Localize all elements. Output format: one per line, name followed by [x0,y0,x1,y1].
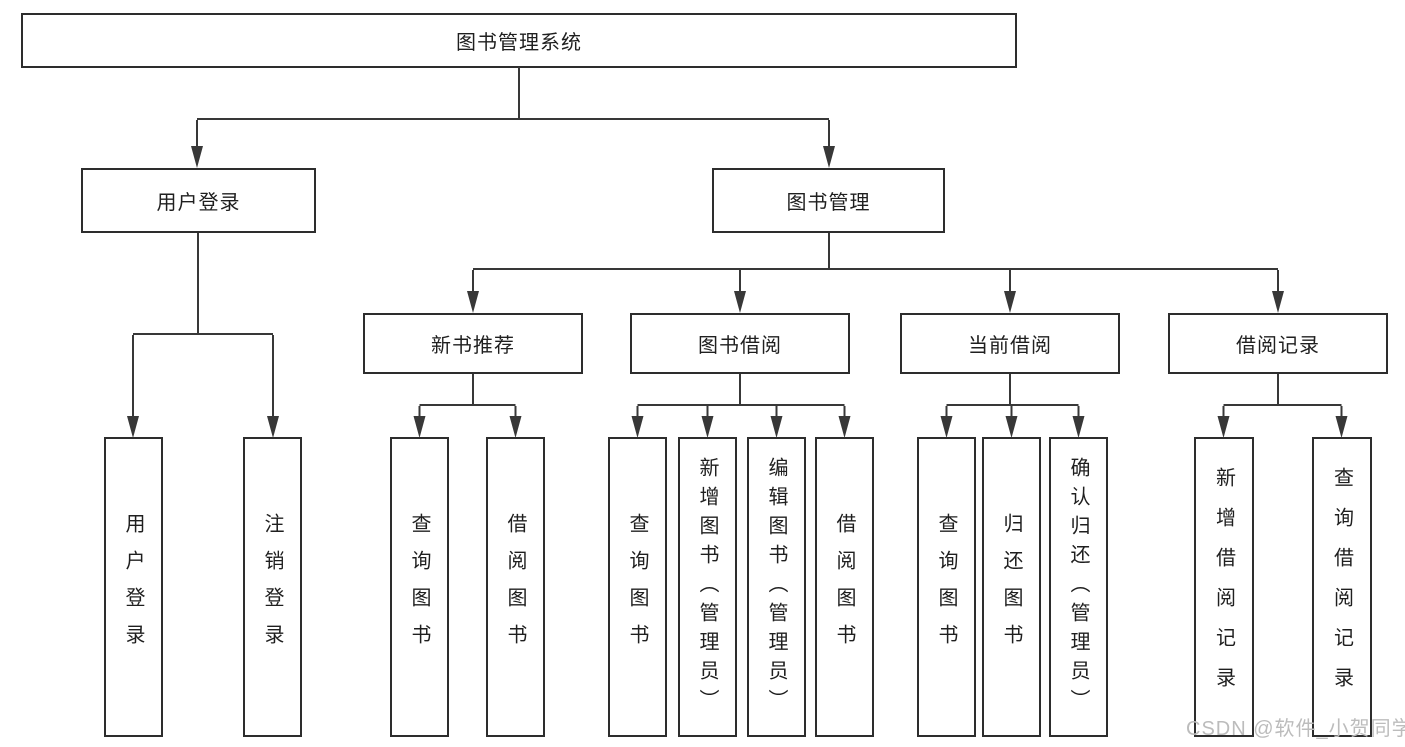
leaf-logout: 注销登录 [243,437,302,737]
leaf-current-query-books: 查询图书 [917,437,976,737]
leaf-borrowing-query-books: 查询图书 [608,437,667,737]
leaf-borrowing-borrow-books: 借阅图书 [815,437,874,737]
leaf-recommend-query-books: 查询图书 [390,437,449,737]
node-book-management: 图书管理 [712,168,945,233]
leaf-borrowing-add-books-admin: 新增图书（管理员） [678,437,737,737]
leaf-borrowing-edit-books-admin: 编辑图书（管理员） [747,437,806,737]
leaf-current-return-books: 归还图书 [982,437,1041,737]
node-user-login: 用户登录 [81,168,316,233]
leaf-records-query-record: 查询借阅记录 [1312,437,1372,737]
leaf-records-add-record: 新增借阅记录 [1194,437,1254,737]
node-current-borrowing: 当前借阅 [900,313,1120,374]
node-borrowing-records: 借阅记录 [1168,313,1388,374]
node-root-library-system: 图书管理系统 [21,13,1017,68]
leaf-recommend-borrow-books: 借阅图书 [486,437,545,737]
leaf-current-confirm-return-admin: 确认归还（管理员） [1049,437,1108,737]
node-book-borrowing: 图书借阅 [630,313,850,374]
csdn-watermark: CSDN @软件_小贺同学 [1186,718,1405,740]
node-new-book-recommend: 新书推荐 [363,313,583,374]
leaf-user-login: 用户登录 [104,437,163,737]
